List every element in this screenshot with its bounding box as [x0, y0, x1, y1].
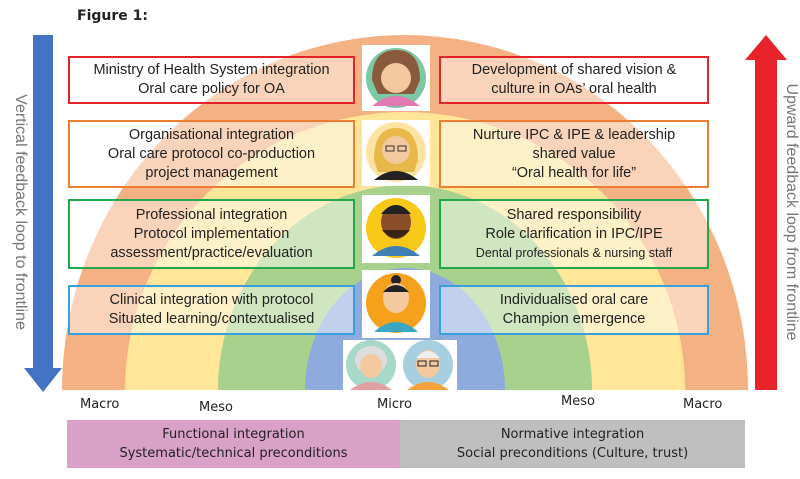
functional-title: Functional integration [162, 427, 305, 442]
figure-title: Figure 1: [77, 8, 148, 24]
box-line: Ministry of Health System integration [93, 62, 330, 78]
box-line: culture in OAs’ oral health [491, 81, 657, 97]
box-line: Clinical integration with protocol [109, 292, 314, 308]
box-line: Individualised oral care [499, 292, 649, 308]
box-shared-responsibility: Shared responsibility Role clarification… [439, 199, 709, 269]
box-line: “Oral health for life” [511, 164, 637, 181]
box-individualised-care: Individualised oral care Champion emerge… [439, 285, 709, 335]
level-meso-right: Meso [561, 394, 595, 409]
box-line: Development of shared vision & [471, 62, 677, 78]
level-macro-left: Macro [80, 397, 120, 412]
box-line: Protocol implementation [133, 225, 290, 242]
box-line: Shared responsibility [506, 206, 642, 223]
portrait-older-woman-icon [343, 340, 400, 392]
box-line: Professional integration [135, 206, 288, 223]
upward-feedback-label: Upward feedback loop from frontline [783, 83, 800, 341]
box-shared-vision: Development of shared vision & culture i… [439, 56, 709, 104]
normative-subtitle: Social preconditions (Culture, trust) [456, 446, 689, 461]
box-line: Situated learning/contextualised [108, 311, 315, 327]
box-line: Oral care protocol co-production [107, 145, 316, 162]
downward-arrow [24, 35, 62, 392]
portrait-organisation-icon [362, 120, 430, 186]
box-line: Role clarification in IPC/IPE [485, 225, 663, 242]
box-clinical-integration: Clinical integration with protocol Situa… [68, 285, 355, 335]
normative-title: Normative integration [500, 427, 645, 442]
portrait-clinical-icon [362, 270, 430, 338]
box-line: shared value [532, 145, 616, 162]
box-line: assessment/practice/evaluation [110, 244, 313, 261]
normative-integration-bar: Normative integration Social preconditio… [400, 420, 745, 468]
box-nurture-ipc: Nurture IPC & IPE & leadership shared va… [439, 120, 709, 188]
box-line: Champion emergence [502, 311, 646, 327]
functional-integration-bar: Functional integration Systematic/techni… [67, 420, 400, 468]
level-micro: Micro [377, 397, 412, 412]
box-system-integration: Ministry of Health System integration Or… [68, 56, 355, 104]
box-line: Oral care policy for OA [138, 81, 285, 97]
portrait-older-man-icon [400, 340, 457, 392]
box-line: project management [145, 164, 278, 181]
box-professional-integration: Professional integration Protocol implem… [68, 199, 355, 269]
box-organisational-integration: Organisational integration Oral care pro… [68, 120, 355, 188]
level-macro-right: Macro [683, 397, 723, 412]
portrait-professional-icon [362, 195, 430, 263]
functional-subtitle: Systematic/technical preconditions [119, 446, 348, 461]
portrait-ministry-icon [362, 45, 430, 111]
upward-arrow [745, 35, 787, 390]
box-line: Organisational integration [128, 126, 295, 143]
level-meso-left: Meso [199, 400, 233, 415]
vertical-feedback-label: Vertical feedback loop to frontline [12, 94, 29, 330]
box-line: Dental professionals & nursing staff [475, 245, 673, 260]
box-line: Nurture IPC & IPE & leadership [472, 126, 676, 143]
